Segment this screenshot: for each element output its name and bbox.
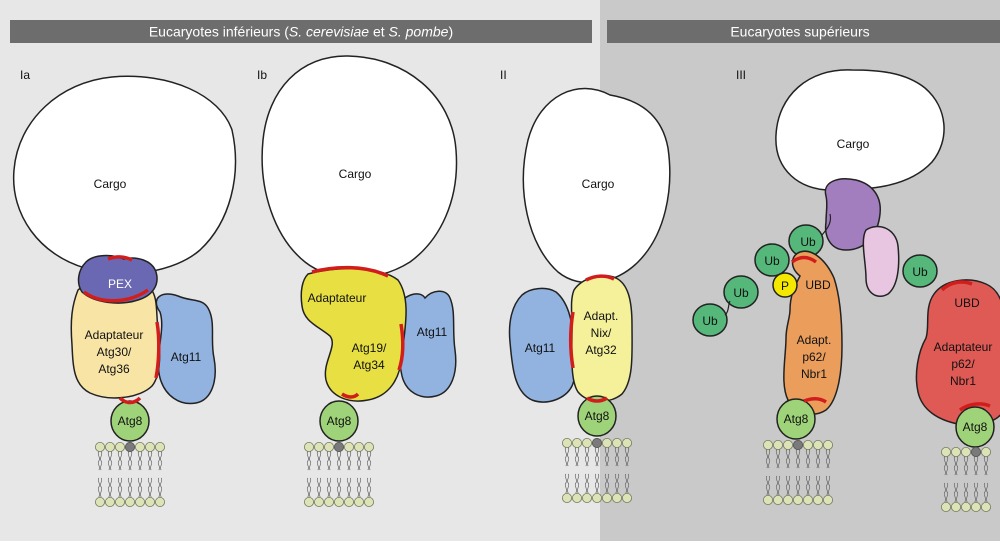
ia-atg11	[155, 293, 216, 405]
ib-atg8	[319, 400, 359, 442]
ia-contact-cargo-pex	[107, 255, 133, 262]
panel-label-iii: III	[736, 68, 746, 82]
ii-contact-cargo-adapter	[585, 274, 615, 282]
header-higher-eukaryotes: Eucaryotes supérieurs	[730, 24, 869, 40]
iii-adapter-left-label: Adapt.p62/Nbr1	[797, 333, 832, 381]
iii-contact-adapter-atg8-left	[803, 397, 827, 404]
ia-cargo	[12, 75, 237, 275]
ib-adapter-title: Adaptateur	[308, 291, 367, 305]
ia-atg11-label: Atg11	[171, 350, 202, 364]
ia-cargo-label: Cargo	[94, 177, 127, 191]
ii-membrane	[562, 437, 632, 504]
panel-label-ib: Ib	[257, 68, 267, 82]
iii-phospho-label: P	[781, 279, 789, 293]
ia-contact-adapter-atg11	[154, 321, 161, 379]
ib-adapter-name: Atg19/Atg34	[352, 341, 387, 372]
iii-ub-4-label: Ub	[702, 314, 718, 328]
iii-atg8-left	[776, 398, 816, 440]
iii-atg8-left-label: Atg8	[784, 412, 809, 426]
iii-cargo-label: Cargo	[837, 137, 870, 151]
panel-label-ia: Ia	[20, 68, 30, 82]
panel-label-ii: II	[500, 68, 507, 82]
ii-cargo-label: Cargo	[582, 177, 615, 191]
ib-contact-adapter-atg11	[397, 323, 405, 371]
iii-ub-5-label: Ub	[912, 265, 928, 279]
iii-ub-2	[754, 243, 790, 277]
iii-ub-3-label: Ub	[733, 286, 749, 300]
ib-atg8-label: Atg8	[327, 414, 352, 428]
iii-ub-1-label: Ub	[800, 235, 816, 249]
iii-pink-protein	[862, 225, 900, 298]
iii-ub-5	[902, 254, 938, 288]
ii-adapter-label: Adapt.Nix/Atg32	[584, 309, 619, 357]
ii-atg11	[508, 287, 577, 403]
iii-cargo	[775, 69, 945, 191]
ib-cargo-label: Cargo	[339, 167, 372, 181]
ia-atg8-label: Atg8	[118, 414, 143, 428]
ib-atg11	[394, 290, 457, 398]
header-lower-eukaryotes: Eucaryotes inférieurs (S. cerevisiae et …	[149, 24, 453, 40]
iii-atg8-right	[955, 406, 995, 448]
iii-membrane-right	[941, 446, 991, 513]
ii-atg11-label: Atg11	[525, 341, 556, 355]
ia-contact-adapter-atg8	[118, 396, 142, 405]
iii-ub-linker-a	[821, 213, 832, 236]
iii-contact-ub-ubd	[790, 255, 818, 264]
ib-contact-adapter-atg8	[341, 392, 360, 399]
iii-membrane-left	[763, 439, 833, 506]
ib-adapter	[300, 267, 407, 402]
header-bar-higher	[607, 20, 1000, 43]
iii-atg8-right-label: Atg8	[963, 420, 988, 434]
ib-atg11-label: Atg11	[417, 325, 448, 339]
ii-contact-adapter-atg11	[569, 311, 575, 369]
iii-adapter-left	[783, 250, 843, 415]
iii-ub-4	[692, 303, 728, 337]
panel-ii: Cargo Atg11 Adapt.Nix/Atg32 Atg8	[508, 87, 671, 504]
ii-atg8-label: Atg8	[585, 409, 610, 423]
ia-membrane	[95, 441, 166, 508]
iii-ub-2-label: Ub	[764, 254, 780, 268]
iii-contact-adapter-atg8-right	[958, 402, 991, 412]
iii-ub-linker-b	[724, 300, 731, 316]
ia-pex-label: PEX	[108, 277, 132, 291]
ii-atg8	[577, 395, 617, 437]
ia-contact-pex-adapter	[82, 288, 150, 303]
ib-membrane	[303, 441, 375, 508]
ib-contact-cargo-adapter	[311, 265, 389, 278]
iii-ub-3	[723, 275, 759, 309]
panel-ib: Cargo Atg11 Adaptateur Atg19/Atg34 Atg8	[261, 55, 458, 508]
iii-ubd-left-label: UBD	[805, 278, 831, 292]
header-bar-lower	[10, 20, 592, 43]
ii-contact-adapter-atg8	[586, 396, 608, 403]
panel-iii: Cargo Ub Ub Ub Ub UBD Adapt.p62/Nbr1 P A…	[692, 69, 1000, 513]
iii-phospho	[772, 272, 798, 298]
iii-ubd-right-label: UBD	[954, 296, 980, 310]
iii-contact-ub-ubd-right	[940, 280, 973, 292]
